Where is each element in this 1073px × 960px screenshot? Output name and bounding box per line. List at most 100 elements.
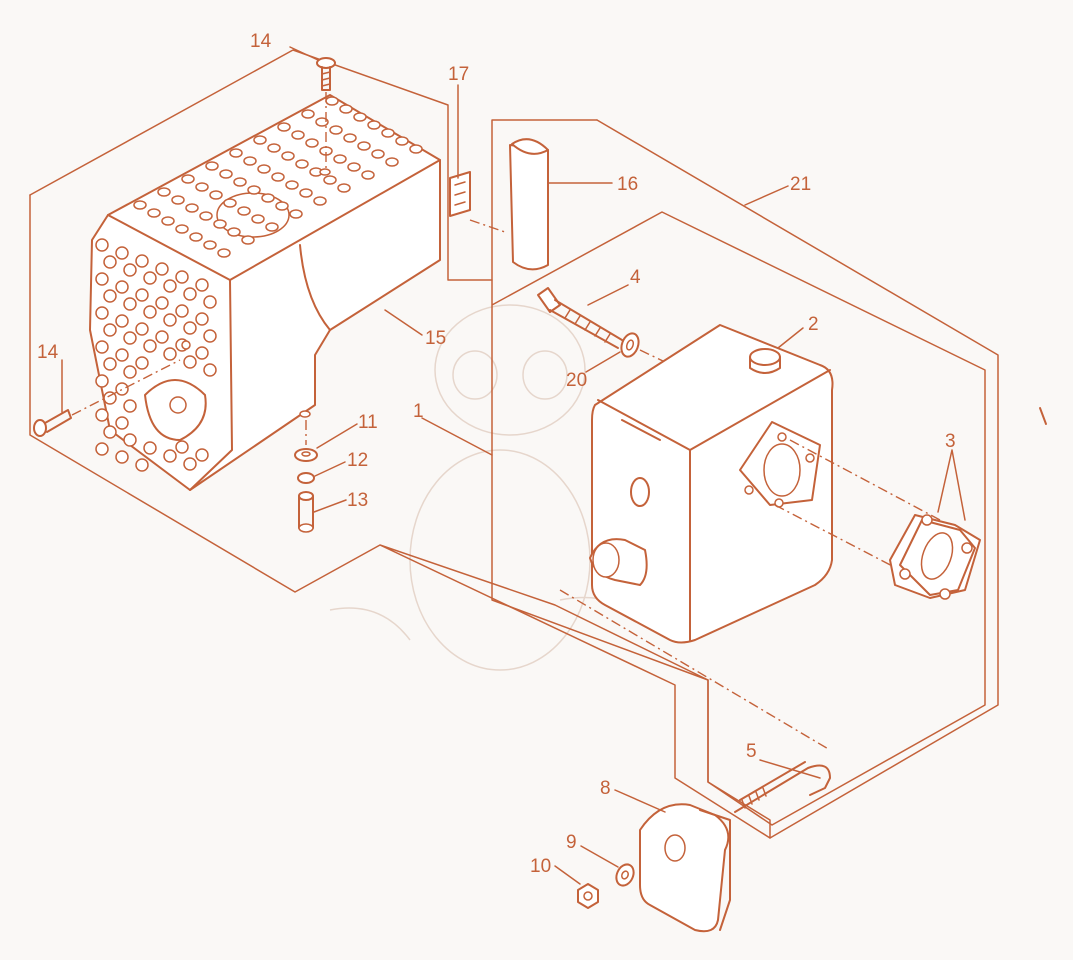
perforation-hole — [277, 122, 291, 132]
perforation-hole — [203, 363, 217, 377]
perforation-hole — [295, 159, 309, 169]
group-outline-21 — [491, 119, 999, 839]
perforation-hole — [313, 196, 327, 206]
perforation-hole — [275, 201, 289, 211]
perforation-hole — [353, 112, 367, 122]
washer-20 — [620, 332, 666, 363]
perforation-hole — [155, 262, 169, 276]
perforation-hole — [329, 125, 343, 135]
gasket-3 — [774, 439, 981, 600]
perforation-hole — [123, 365, 137, 379]
perforation-hole — [103, 323, 117, 337]
perforation-hole — [181, 174, 195, 184]
perforation-hole — [227, 227, 241, 237]
label-5: 5 — [746, 741, 757, 762]
label-15: 15 — [425, 328, 446, 349]
label-14-side: 14 — [37, 342, 59, 363]
cover-perforations-top — [133, 96, 423, 258]
perforation-hole — [135, 458, 149, 472]
perforation-hole — [175, 270, 189, 284]
perforation-hole — [123, 263, 137, 277]
perforation-hole — [133, 200, 147, 210]
label-12: 12 — [347, 450, 368, 471]
leader-lines — [61, 46, 966, 885]
perforation-hole — [199, 211, 213, 221]
perforation-hole — [237, 206, 251, 216]
perforation-hole — [171, 195, 185, 205]
perforation-hole — [205, 161, 219, 171]
perforation-hole — [183, 457, 197, 471]
perforation-hole — [253, 135, 267, 145]
perforation-hole — [95, 374, 109, 388]
perforation-hole — [229, 148, 243, 158]
washer-11 — [294, 448, 318, 462]
perforation-hole — [143, 305, 157, 319]
perforation-hole — [333, 154, 347, 164]
seal-strip-17 — [449, 171, 506, 233]
perforation-hole — [291, 130, 305, 140]
perforation-hole — [265, 222, 279, 232]
perforation-hole — [175, 440, 189, 454]
perforation-hole — [185, 203, 199, 213]
perforation-hole — [95, 408, 109, 422]
perforation-hole — [281, 151, 295, 161]
perforation-hole — [343, 133, 357, 143]
perforation-hole — [183, 321, 197, 335]
perforation-hole — [115, 450, 129, 464]
perforation-hole — [95, 442, 109, 456]
perforation-hole — [135, 254, 149, 268]
perforation-hole — [339, 104, 353, 114]
perforation-hole — [233, 177, 247, 187]
perforation-hole — [195, 278, 209, 292]
lock-washer-12 — [297, 472, 315, 484]
cover-perforations-front — [95, 238, 217, 472]
perforation-hole — [155, 296, 169, 310]
perforation-hole — [135, 356, 149, 370]
perforation-hole — [325, 96, 339, 106]
perforation-hole — [195, 182, 209, 192]
perforation-hole — [115, 348, 129, 362]
perforation-hole — [115, 416, 129, 430]
perforation-hole — [385, 157, 399, 167]
perforation-hole — [123, 433, 137, 447]
perforation-hole — [135, 322, 149, 336]
perforation-hole — [203, 295, 217, 309]
perforation-hole — [115, 280, 129, 294]
perforation-hole — [143, 271, 157, 285]
perforation-hole — [323, 175, 337, 185]
perforation-hole — [95, 272, 109, 286]
perforation-hole — [95, 238, 109, 252]
perforation-hole — [243, 156, 257, 166]
bolt-4 — [537, 287, 623, 349]
perforation-hole — [203, 329, 217, 343]
group-outline-top — [29, 49, 598, 281]
perforation-hole — [395, 136, 409, 146]
perforation-hole — [135, 288, 149, 302]
perforation-hole — [305, 138, 319, 148]
perforation-hole — [241, 235, 255, 245]
perforation-hole — [183, 287, 197, 301]
perforation-hole — [195, 346, 209, 360]
perforation-hole — [163, 279, 177, 293]
label-4: 4 — [630, 267, 641, 288]
perforation-hole — [143, 339, 157, 353]
perforation-hole — [337, 183, 351, 193]
perforation-hole — [103, 391, 117, 405]
label-21: 21 — [790, 174, 811, 195]
perforation-hole — [155, 330, 169, 344]
nut-10 — [577, 883, 599, 909]
perforation-hole — [103, 289, 117, 303]
perforation-hole — [95, 340, 109, 354]
perforation-hole — [163, 347, 177, 361]
label-17: 17 — [448, 64, 469, 85]
perforation-hole — [147, 208, 161, 218]
washer-9 — [615, 863, 635, 887]
perforation-hole — [371, 149, 385, 159]
sleeve-16 — [509, 138, 549, 271]
perforation-hole — [95, 306, 109, 320]
perforation-hole — [285, 180, 299, 190]
label-16: 16 — [617, 174, 638, 195]
perforation-hole — [299, 188, 313, 198]
perforation-hole — [301, 109, 315, 119]
group-outline-15 — [29, 194, 771, 839]
